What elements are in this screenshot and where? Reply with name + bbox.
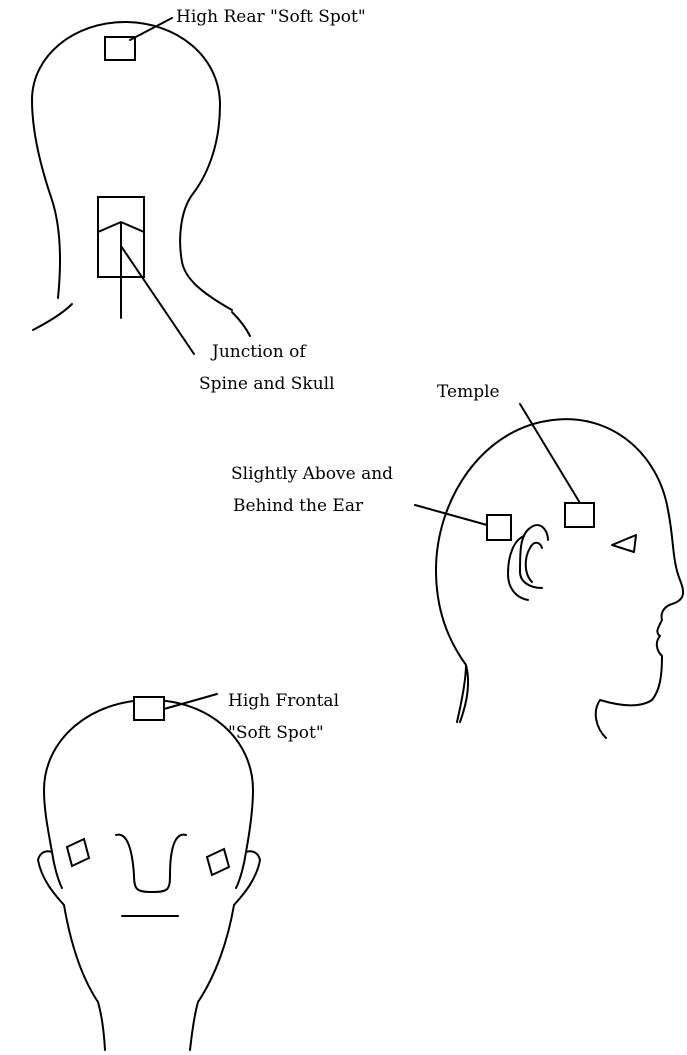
high-frontal-label-line1: High Frontal: [228, 691, 339, 711]
junction-label-line2: Spine and Skull: [199, 374, 335, 394]
side-eye: [612, 535, 636, 552]
front-view-head: High Frontal "Soft Spot": [38, 691, 339, 1050]
side-neck-back: [460, 665, 468, 722]
front-right-ear: [236, 852, 246, 888]
rear-shoulder-right: [232, 312, 250, 336]
ear-mid: [526, 543, 542, 582]
front-nose: [116, 835, 186, 892]
temple-marker: [565, 503, 594, 527]
rear-shoulder-left: [33, 304, 72, 330]
temple-label: Temple: [437, 382, 500, 402]
front-head-outline: [38, 700, 260, 1050]
behind-ear-marker: [487, 515, 511, 540]
behind-ear-label-line2: Behind the Ear: [233, 496, 364, 516]
behind-ear-label-line1: Slightly Above and: [231, 464, 393, 484]
junction-label-line1: Junction of: [210, 342, 307, 362]
rear-view-head: High Rear "Soft Spot" Junction of Spine …: [32, 7, 366, 394]
side-view-head: Temple Slightly Above and Behind the Ear: [231, 382, 683, 738]
high-rear-label: High Rear "Soft Spot": [176, 7, 366, 27]
ear-outer: [520, 525, 548, 588]
high-frontal-soft-spot-marker: [134, 697, 164, 720]
behind-ear-pointer: [415, 505, 487, 525]
right-temple-marker: [207, 849, 229, 875]
front-left-ear: [52, 852, 62, 888]
left-temple-marker: [67, 839, 89, 866]
high-frontal-label-line2: "Soft Spot": [228, 723, 324, 743]
side-head-outline: [436, 419, 683, 738]
